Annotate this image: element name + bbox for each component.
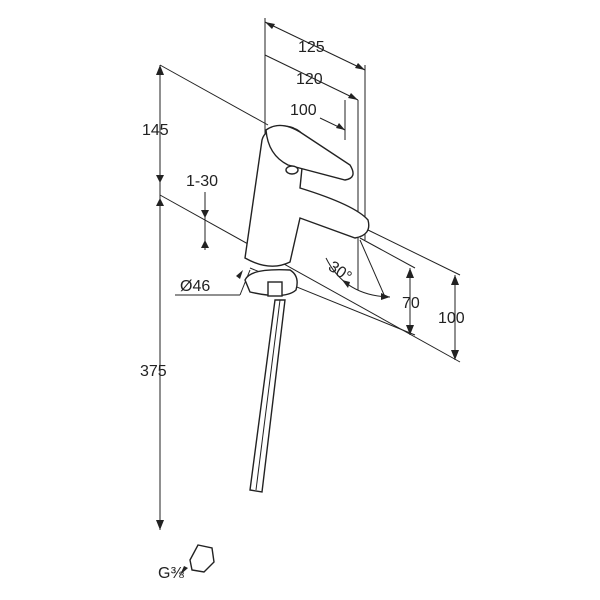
label-d46: Ø46	[180, 278, 210, 295]
connector-fitting	[189, 544, 215, 573]
dimension-1-30: 1-30	[186, 173, 218, 250]
label-125: 125	[298, 39, 325, 56]
label-thread: G⅜	[158, 565, 184, 582]
label-1-30: 1-30	[186, 173, 218, 190]
label-120: 120	[296, 71, 323, 88]
label-145: 145	[142, 122, 169, 139]
dimension-100-top: 100	[290, 102, 346, 131]
dimension-left: 145 375	[140, 65, 169, 530]
label-100-top: 100	[290, 102, 317, 119]
label-30deg: 30°	[325, 258, 355, 286]
label-100-right: 100	[438, 310, 465, 327]
dimension-d46: Ø46	[180, 270, 243, 295]
faucet-illustration: G⅜	[158, 124, 370, 582]
dimension-100-right: 100	[438, 275, 465, 360]
label-70: 70	[402, 295, 420, 312]
nut	[267, 281, 283, 297]
dimension-70: 70	[402, 268, 420, 335]
lever-handle	[265, 124, 354, 181]
dimension-125: 125	[264, 21, 366, 71]
dimension-120: 120	[264, 54, 359, 101]
label-375: 375	[140, 363, 167, 380]
